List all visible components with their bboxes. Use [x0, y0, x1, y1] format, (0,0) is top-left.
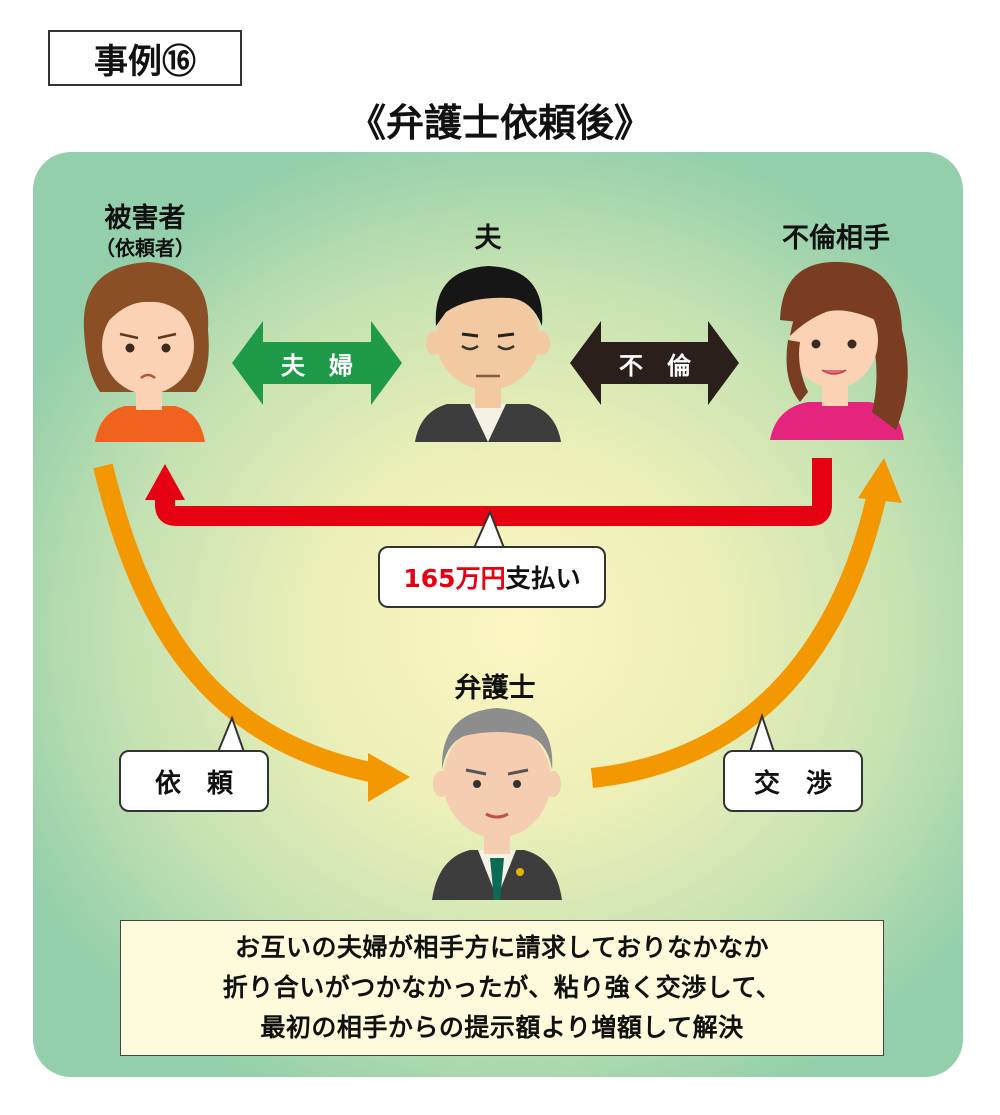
payment-bubble: 165万円支払い [378, 546, 606, 608]
affair-partner-avatar [770, 261, 908, 440]
summary-line-3: 最初の相手からの提示額より増額して解決 [260, 1013, 744, 1042]
husband-avatar [415, 266, 561, 442]
summary-line-1: お互いの夫婦が相手方に請求しておりなかなか [234, 933, 769, 962]
affair-relation-label: 不 倫 [619, 352, 691, 380]
lawyer-label: 弁護士 [454, 673, 536, 704]
affair-arrow [570, 321, 739, 405]
couple-arrow [232, 321, 402, 405]
payment-suffix: 支払い [505, 564, 581, 593]
bubble-tails [217, 509, 775, 753]
case-number-box: 事例⑯ [48, 30, 242, 86]
request-flow-arrow [93, 463, 410, 802]
payment-arrow [145, 458, 832, 526]
lawyer-avatar [432, 708, 562, 900]
negotiate-bubble: 交 渉 [723, 750, 863, 812]
negotiate-flow-arrow [590, 458, 902, 788]
case-number: 事例⑯ [94, 41, 196, 82]
victim-label: 被害者 [104, 203, 186, 234]
victim-avatar [83, 262, 209, 442]
page-title: 《弁護士依頼後》 [347, 101, 652, 145]
couple-relation-label: 夫 婦 [281, 352, 353, 380]
husband-label: 夫 [474, 223, 502, 254]
victim-sublabel: （依頼者） [95, 236, 195, 260]
summary-line-2: 折り合いがつかなかったが、粘り強く交渉して、 [222, 973, 782, 1002]
affair-partner-label: 不倫相手 [782, 223, 890, 254]
payment-amount: 165万円 [403, 564, 506, 593]
summary-box: お互いの夫婦が相手方に請求しておりなかなか 折り合いがつかなかったが、粘り強く交… [120, 920, 884, 1056]
request-bubble: 依 頼 [119, 750, 269, 812]
